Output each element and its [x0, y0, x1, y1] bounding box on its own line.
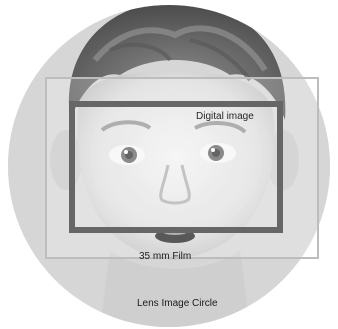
digital-image-label: Digital image [196, 111, 254, 123]
film-label: 35 mm Film [139, 251, 191, 263]
lens-circle-label: Lens Image Circle [137, 298, 218, 310]
